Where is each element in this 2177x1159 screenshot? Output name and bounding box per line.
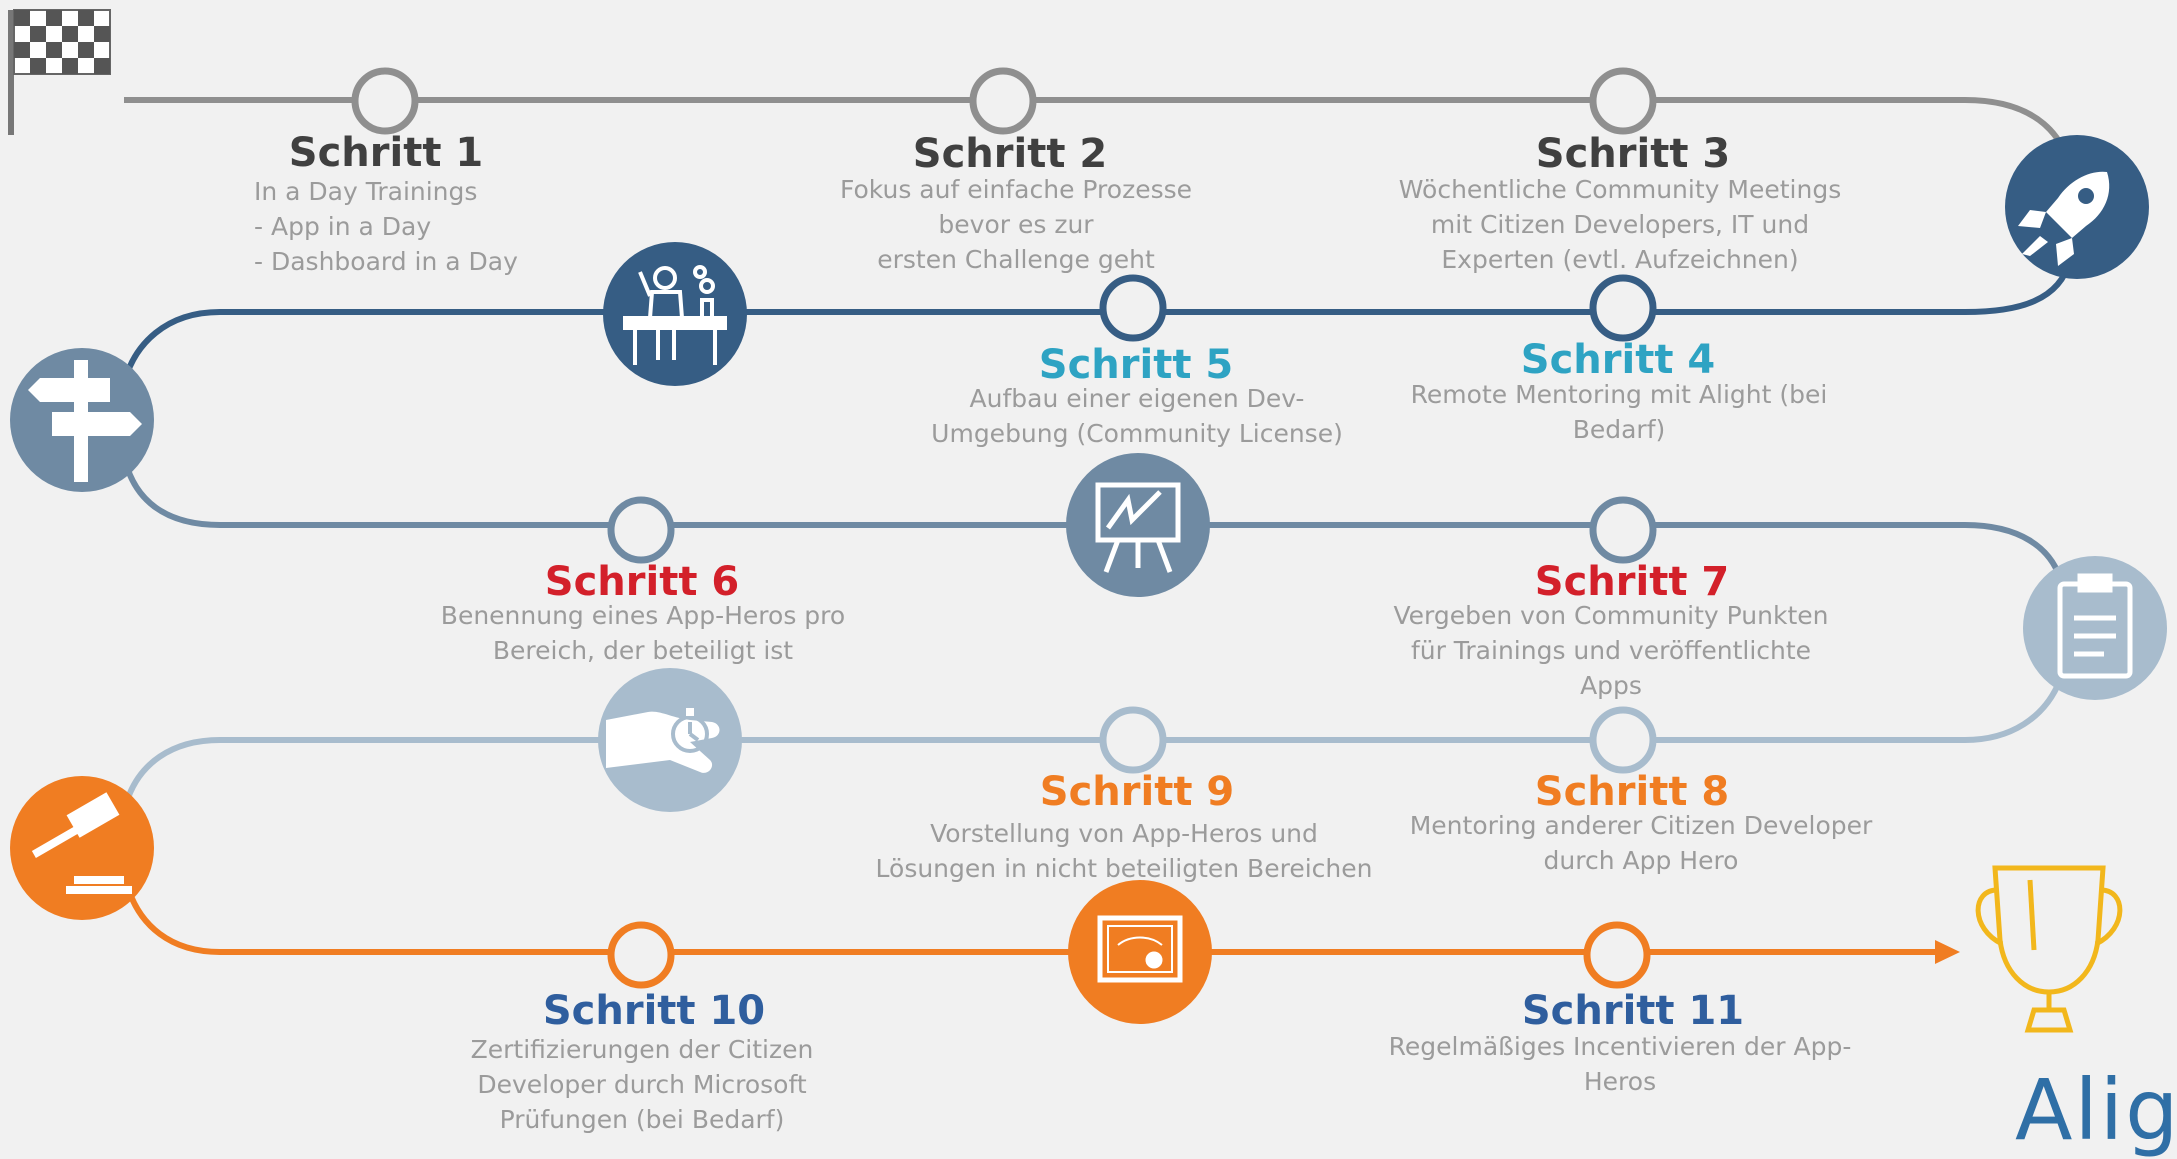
milestone-1 <box>351 67 419 135</box>
step-3-title: Schritt 3 <box>1535 131 1731 177</box>
step-7-description: Vergeben von Community Punkten für Train… <box>1393 601 1829 700</box>
scientist-lab-icon <box>603 242 747 386</box>
rocket-icon <box>2005 135 2149 279</box>
hand-stopwatch-icon <box>598 668 742 812</box>
milestone-4 <box>1589 274 1657 342</box>
milestone-3 <box>1589 67 1657 135</box>
easel-chart-icon <box>1066 453 1210 597</box>
step-5-title: Schritt 5 <box>1038 342 1234 388</box>
path-turn-4 <box>125 887 221 955</box>
milestone-8 <box>1589 706 1657 774</box>
certificate-icon <box>1068 880 1212 1024</box>
step-6-title: Schritt 6 <box>544 559 740 605</box>
step-8-title: Schritt 8 <box>1534 769 1730 815</box>
gavel-icon <box>10 776 154 920</box>
milestone-2 <box>969 67 1037 135</box>
milestone-7 <box>1589 496 1657 564</box>
step-9-title: Schritt 9 <box>1039 769 1235 815</box>
step-9-description: Vorstellung von App-Heros und Lösungen i… <box>875 819 1373 883</box>
step-1-title: Schritt 1 <box>288 130 484 176</box>
step-11-description: Regelmäßiges Incentivieren der App- Hero… <box>1388 1032 1852 1096</box>
signpost-icon <box>10 348 154 492</box>
step-2-description: Fokus auf einfache Prozesse bevor es zur… <box>839 175 1193 274</box>
step-8-description: Mentoring anderer Citizen Developer durc… <box>1409 811 1873 875</box>
trophy-icon <box>1975 865 2123 1033</box>
step-11-title: Schritt 11 <box>1521 988 1745 1034</box>
brand-logo: Alig <box>2015 1061 2177 1159</box>
path-turn-3 <box>1964 678 2063 743</box>
path-turn-2 <box>122 459 221 528</box>
step-2-title: Schritt 2 <box>912 131 1108 177</box>
checkered-flag-icon <box>8 9 111 135</box>
milestone-9 <box>1099 706 1167 774</box>
milestones <box>351 67 1657 989</box>
step-7-title: Schritt 7 <box>1534 559 1730 605</box>
path-row-3 <box>220 522 2063 580</box>
milestone-6 <box>607 496 675 564</box>
step-4-description: Remote Mentoring mit Alight (bei Bedarf) <box>1410 380 1828 444</box>
step-10-description: Zertifizierungen der Citizen Developer d… <box>470 1035 814 1134</box>
roadmap-canvas <box>8 9 2167 1033</box>
step-5-description: Aufbau einer eigenen Dev- Umgebung (Comm… <box>931 384 1343 448</box>
step-4-title: Schritt 4 <box>1520 337 1716 383</box>
milestone-10 <box>607 921 675 989</box>
milestone-11 <box>1583 921 1651 989</box>
arrow-head <box>1935 940 1960 964</box>
step-1-description: In a Day Trainings - App in a Day - Dash… <box>254 177 518 276</box>
path-row-4 <box>125 737 1965 800</box>
clipboard-icon <box>2023 556 2167 700</box>
step-6-description: Benennung eines App-Heros pro Bereich, d… <box>440 601 846 665</box>
milestone-5 <box>1099 274 1167 342</box>
step-3-description: Wöchentliche Community Meetings mit Citi… <box>1398 175 1842 274</box>
step-10-title: Schritt 10 <box>542 988 766 1034</box>
